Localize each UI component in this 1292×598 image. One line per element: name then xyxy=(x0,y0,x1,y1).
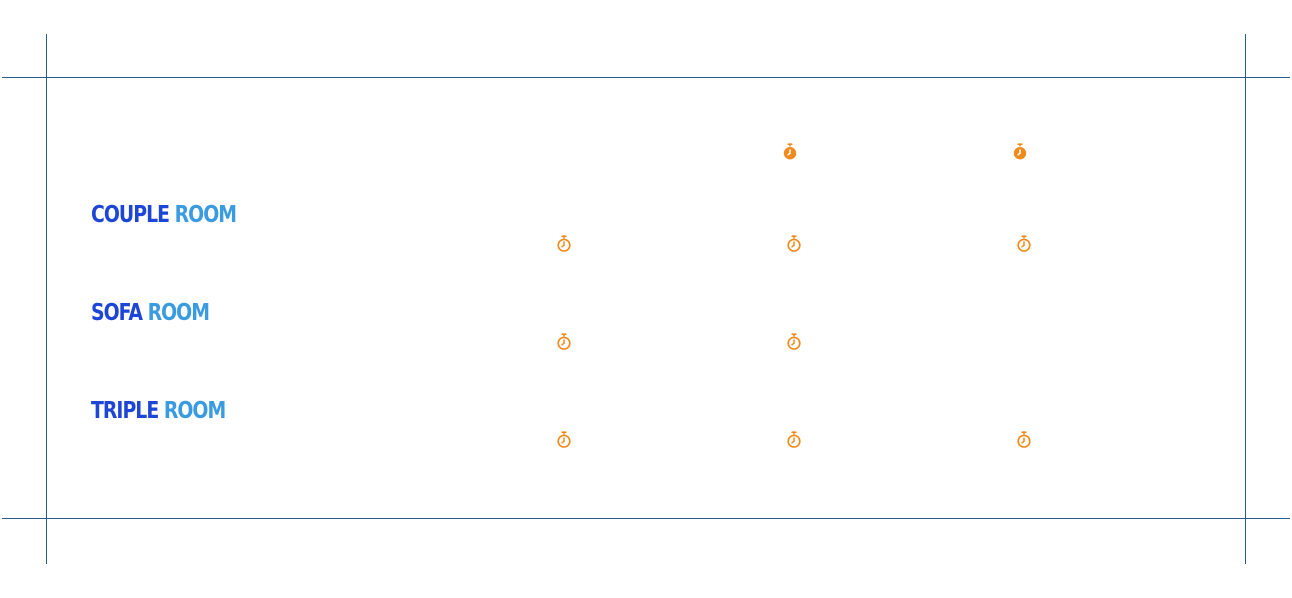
guide-line-left xyxy=(46,34,47,564)
room-title-word1: TRIPLE xyxy=(91,398,159,424)
stopwatch-outline-icon[interactable] xyxy=(556,333,572,351)
guide-line-bottom xyxy=(2,518,1290,519)
room-title-word2: ROOM xyxy=(163,398,226,424)
stopwatch-filled-icon[interactable] xyxy=(782,143,798,161)
stopwatch-outline-icon[interactable] xyxy=(786,333,802,351)
stopwatch-outline-icon[interactable] xyxy=(786,431,802,449)
room-title-word1: COUPLE xyxy=(91,202,170,228)
room-title-word1: SOFA xyxy=(91,300,143,326)
stopwatch-outline-icon[interactable] xyxy=(1016,431,1032,449)
guide-line-right xyxy=(1245,34,1246,564)
stopwatch-outline-icon[interactable] xyxy=(556,431,572,449)
room-title-couple: COUPLE ROOM xyxy=(91,201,237,229)
guide-line-top xyxy=(2,77,1290,78)
room-title-word2: ROOM xyxy=(174,202,237,228)
room-title-word2: ROOM xyxy=(147,300,210,326)
room-title-sofa: SOFA ROOM xyxy=(91,299,210,327)
stopwatch-outline-icon[interactable] xyxy=(1016,235,1032,253)
stopwatch-outline-icon[interactable] xyxy=(556,235,572,253)
room-title-triple: TRIPLE ROOM xyxy=(91,397,226,425)
stopwatch-filled-icon[interactable] xyxy=(1012,143,1028,161)
stopwatch-outline-icon[interactable] xyxy=(786,235,802,253)
